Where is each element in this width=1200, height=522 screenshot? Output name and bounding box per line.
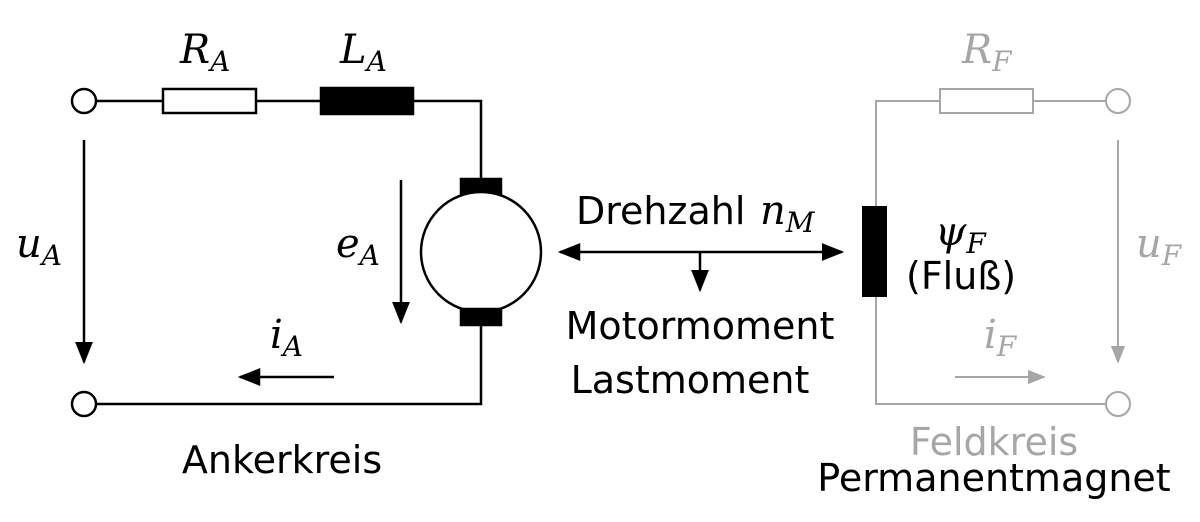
label-motormoment: Motormoment	[566, 304, 835, 348]
label-la: LA	[339, 27, 387, 78]
terminal-top-right	[1105, 88, 1131, 114]
label-fluss: (Fluß)	[906, 254, 1016, 298]
label-uf: uF	[1136, 221, 1183, 272]
motor-brush-bottom	[459, 307, 503, 327]
wire	[413, 99, 483, 179]
coupling-arrows	[557, 243, 845, 293]
resistor-ra	[161, 87, 258, 115]
label-drehzahl: Drehzahl	[576, 189, 745, 233]
field-winding	[862, 206, 887, 297]
label-lastmoment: Lastmoment	[571, 358, 810, 402]
label-rf: RF	[961, 27, 1013, 78]
terminal-top-left	[70, 87, 98, 115]
wire	[96, 325, 483, 406]
caption-ankerkreis: Ankerkreis	[182, 438, 382, 482]
label-if: iF	[984, 312, 1018, 363]
label-ea: eA	[336, 221, 380, 272]
motor-armature	[419, 190, 543, 314]
label-ia: iA	[270, 312, 303, 363]
wire	[875, 297, 1106, 405]
caption-feldkreis: Feldkreis	[910, 420, 1078, 464]
wire	[875, 100, 940, 206]
label-ua: uA	[16, 221, 62, 272]
terminal-bottom-left	[70, 390, 98, 418]
label-psi-f: ψF	[935, 209, 987, 260]
label-ra: RA	[179, 27, 230, 78]
label-nm: nM	[760, 188, 816, 239]
field-circuit	[875, 88, 1131, 417]
terminal-bottom-right	[1105, 391, 1131, 417]
inductor-la	[319, 86, 415, 116]
armature-circuit	[70, 86, 543, 418]
caption-permanentmagnet: Permanentmagnet	[817, 456, 1170, 500]
resistor-rf	[939, 88, 1034, 114]
